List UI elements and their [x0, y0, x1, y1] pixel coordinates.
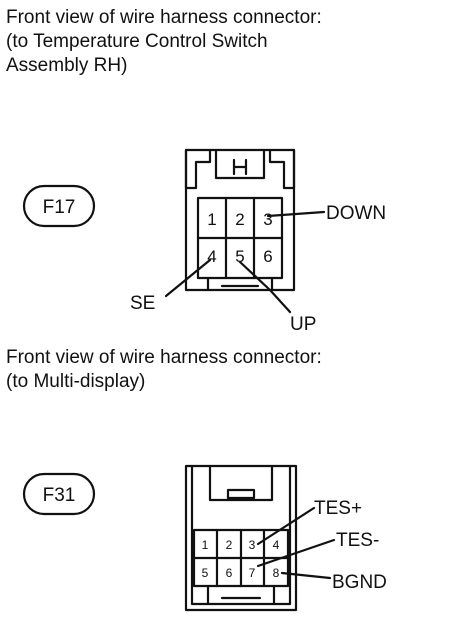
heading-line: Front view of wire harness connector: [6, 7, 322, 28]
pin-label: 7 [249, 566, 256, 580]
pin-label: 4 [273, 538, 280, 552]
heading-line: Front view of wire harness connector: [6, 347, 322, 368]
pin-label: 1 [207, 210, 216, 229]
heading-connector-f17: Front view of wire harness connector: (t… [6, 6, 322, 78]
connector-id-f31: F31 [43, 485, 76, 506]
pin-label: 5 [202, 566, 209, 580]
leader-line-tes-minus [256, 538, 336, 568]
leader-line-up [238, 260, 292, 314]
pin-label: 2 [226, 538, 233, 552]
leader-line-down [266, 210, 326, 218]
connector-f17-housing [184, 148, 296, 292]
pin-label: 1 [202, 538, 209, 552]
connector-badge-f17 [22, 184, 96, 228]
signal-label-up: UP [290, 314, 316, 335]
pin-label: 2 [235, 210, 244, 229]
signal-label-se: SE [130, 293, 155, 314]
pin-label: 8 [273, 566, 280, 580]
connector-f31-housing [184, 464, 298, 612]
leader-line-tes-plus [256, 506, 316, 546]
signal-label-bgnd: BGND [332, 572, 387, 593]
heading-line: Assembly RH) [6, 55, 128, 76]
heading-line: (to Temperature Control Switch [6, 31, 268, 52]
leader-line-bgnd [280, 571, 332, 580]
pin-label: 3 [263, 210, 272, 229]
connector-id-f17: F17 [43, 197, 76, 218]
pin-label: 5 [235, 247, 244, 266]
heading-line: (to Multi-display) [6, 371, 146, 392]
signal-label-tes-minus: TES- [336, 530, 379, 551]
pin-label: 4 [207, 247, 216, 266]
pin-label: 6 [226, 566, 233, 580]
connector-badge-f31 [22, 472, 96, 516]
pin-label: 6 [263, 247, 272, 266]
signal-label-down: DOWN [326, 203, 386, 224]
heading-connector-f31: Front view of wire harness connector: (t… [6, 346, 322, 394]
leader-line-se [164, 258, 212, 298]
signal-label-tes-plus: TES+ [314, 498, 362, 519]
pin-label: 3 [249, 538, 256, 552]
